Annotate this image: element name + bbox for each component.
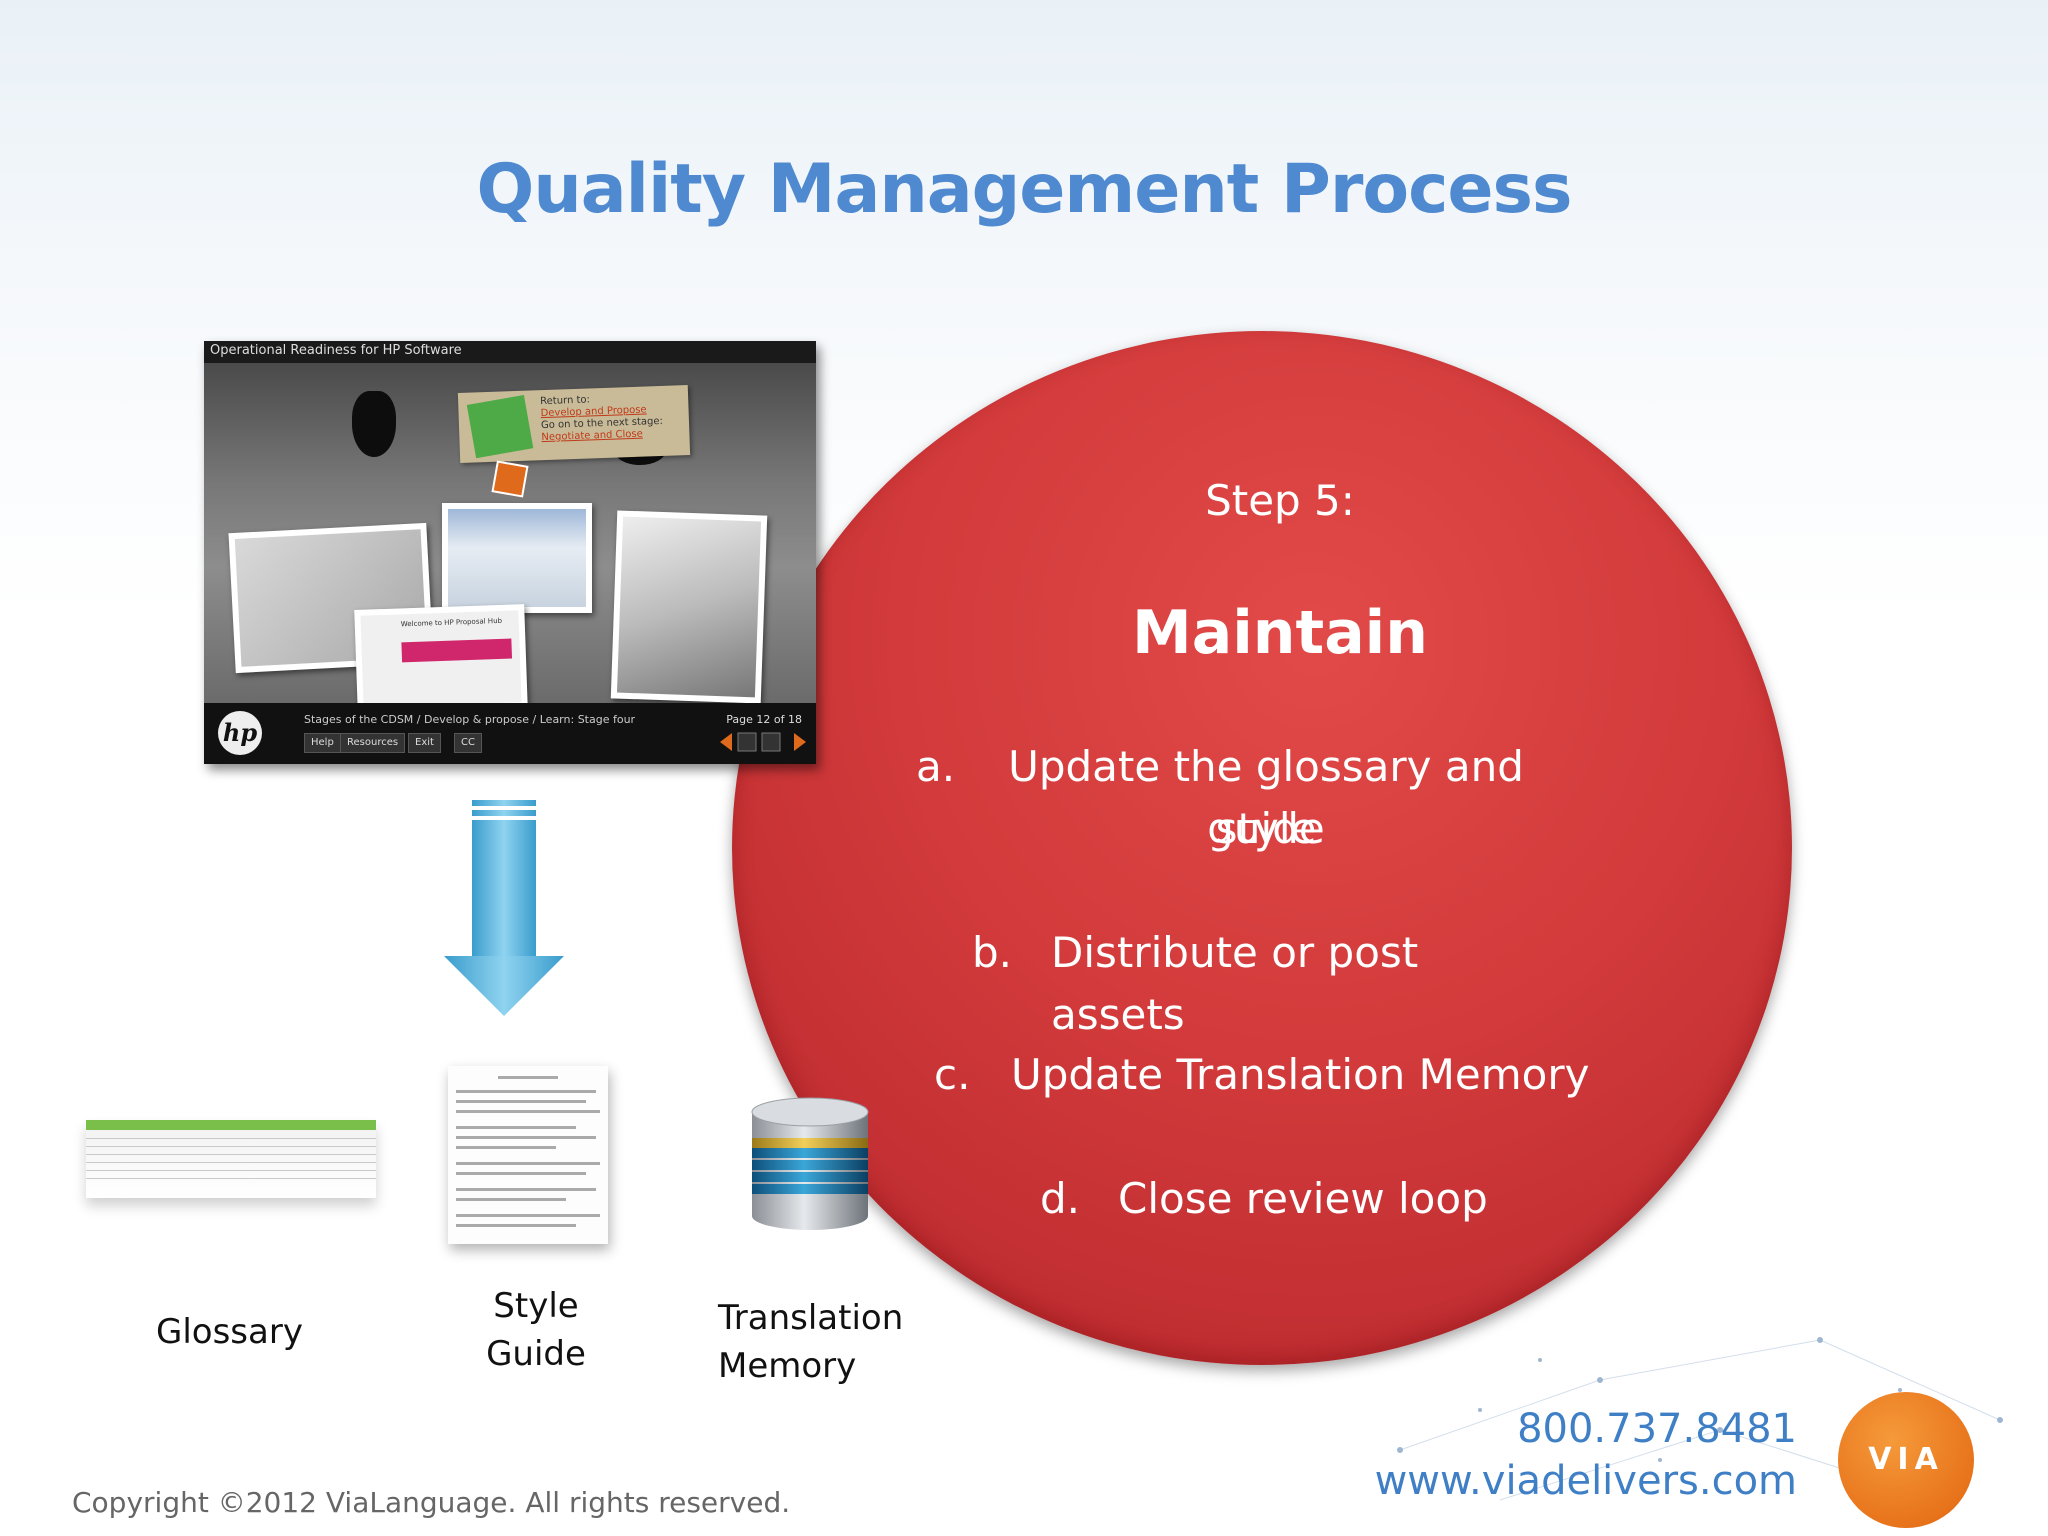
step-circle <box>732 331 1792 1365</box>
hp-logo: hp <box>218 711 262 755</box>
help-button: Help <box>304 733 341 753</box>
caption-line: Glossary <box>156 1312 303 1352</box>
style-guide-document-image <box>448 1066 608 1244</box>
step-item-letter: b. <box>972 928 1013 977</box>
step-item-text-cont: guide <box>1207 804 1325 853</box>
step-item-text: Distribute or post assets <box>1051 928 1419 1039</box>
step-item-text: Update the glossary and style <box>1008 742 1524 853</box>
network-decoration <box>1397 1337 2003 1502</box>
step-item-letter: a. <box>916 742 956 791</box>
photo-woman <box>610 510 768 704</box>
step-name: Maintain <box>1132 598 1428 668</box>
caption-line: Translation <box>718 1298 904 1338</box>
via-logo: VIA <box>1838 1392 1974 1528</box>
caption-line: Style <box>493 1286 579 1326</box>
welcome-text: Welcome to HP Proposal Hub <box>400 616 503 629</box>
step-item-b: b. Distribute or post assets <box>972 922 1572 1039</box>
caption-line: Guide <box>486 1334 586 1374</box>
step-item-text: Close review loop <box>1118 1174 1488 1223</box>
exit-button: Exit <box>408 733 441 753</box>
step-item-d: d. Close review loop <box>1040 1168 1560 1230</box>
step-label: Step 5: <box>1205 476 1355 525</box>
database-icon <box>751 1097 869 1230</box>
screenshot-breadcrumb: Stages of the CDSM / Develop & propose /… <box>304 713 636 726</box>
website-link[interactable]: www.viadelivers.com <box>1374 1458 1797 1504</box>
screenshot-toolbar: hp Stages of the CDSM / Develop & propos… <box>204 703 816 764</box>
step-item-a: a. Update the glossary and style guide <box>916 736 1616 860</box>
copyright-text: Copyright ©2012 ViaLanguage. All rights … <box>72 1486 791 1519</box>
resources-button: Resources <box>340 733 406 753</box>
down-arrow-icon <box>444 800 564 1016</box>
style-guide-caption: Style Guide <box>480 1282 592 1378</box>
screenshot-header: Operational Readiness for HP Software <box>204 341 816 363</box>
screenshot-header-text: Operational Readiness for HP Software <box>210 343 462 358</box>
step-item-letter: d. <box>1040 1174 1081 1223</box>
up-arrow-icon <box>491 460 529 498</box>
navigation-note: Return to: Develop and Propose Go on to … <box>457 385 691 463</box>
nav-controls-icon <box>720 732 806 752</box>
glossary-caption: Glossary <box>156 1308 303 1356</box>
step-item-text: Update Translation Memory <box>1011 1050 1590 1099</box>
phone-number: 800.737.8481 <box>1517 1406 1797 1452</box>
stage-badge <box>466 394 534 459</box>
step-item-c: c. Update Translation Memory <box>934 1044 1614 1106</box>
slide-title: Quality Management Process <box>476 150 1573 229</box>
cc-button: CC <box>454 733 482 753</box>
photo-software <box>442 503 592 613</box>
screenshot-page-number: Page 12 of 18 <box>726 713 802 726</box>
speaker-shape <box>352 391 396 457</box>
glossary-spreadsheet-image <box>86 1120 376 1198</box>
step-item-letter: c. <box>934 1050 971 1099</box>
translation-memory-caption: Translation Memory <box>718 1294 903 1390</box>
note-text: Return to: Develop and Propose Go on to … <box>540 392 664 444</box>
caption-line: Memory <box>718 1346 857 1386</box>
course-screenshot: Operational Readiness for HP Software Re… <box>204 341 816 764</box>
pink-banner <box>401 638 513 663</box>
photo-welcome-card: Welcome to HP Proposal Hub <box>354 604 528 714</box>
screenshot-stage: Return to: Develop and Propose Go on to … <box>204 363 816 714</box>
